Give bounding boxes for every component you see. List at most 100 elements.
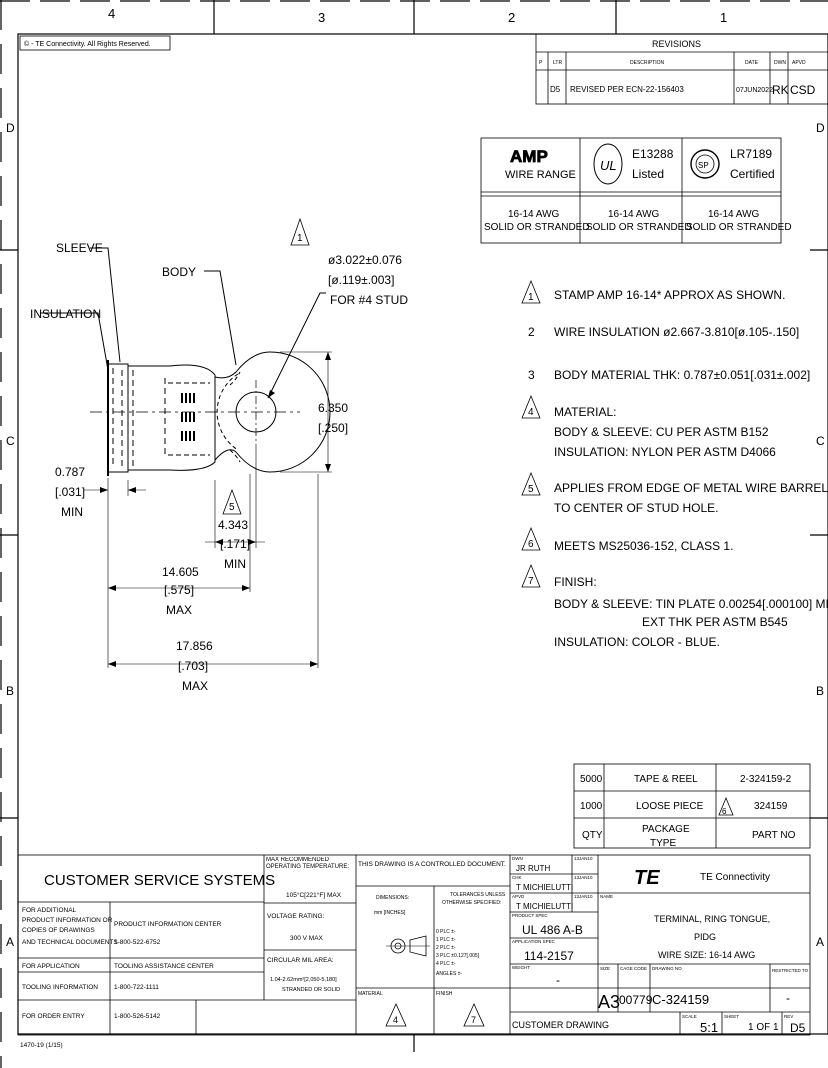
label-body: BODY: [162, 265, 196, 279]
svg-text:4: 4: [528, 407, 534, 418]
pkg-hdr-part: PART NO: [752, 830, 796, 841]
dwg-label: DRAWING NO: [652, 966, 682, 971]
restricted-value: -: [786, 991, 790, 1005]
aspec-label: APPLICATION SPEC: [512, 939, 556, 944]
zone-row-a: A: [6, 935, 14, 949]
zone-row-d-right: D: [816, 121, 825, 135]
material-flag-icon: [385, 1003, 407, 1027]
zone-row-b-right: B: [816, 684, 824, 698]
rev-hdr-date: DATE: [745, 60, 759, 66]
size-label: SIZE: [600, 966, 610, 971]
tol-0plc: 0 PLC ±-: [436, 929, 456, 935]
pkg-qty-2: 1000: [580, 801, 603, 812]
svg-text:5: 5: [528, 484, 534, 495]
cma-label: CIRCULAR MIL AREA:: [267, 957, 334, 964]
contact-1-key-4: AND TECHNICAL DOCUMENTS: [22, 939, 118, 946]
rev-hdr-ltr: LTR: [553, 60, 562, 66]
amp-logo: AMP: [510, 147, 548, 166]
note-1: STAMP AMP 16-14* APPROX AS SHOWN.: [554, 288, 785, 302]
svg-text:7: 7: [528, 576, 534, 587]
zone-row-c-right: C: [816, 434, 825, 448]
svg-text:2: 2: [528, 325, 535, 339]
svg-text:3: 3: [528, 368, 535, 382]
rev-hdr-p: P: [539, 60, 543, 66]
dim-thk-in: [.031]: [55, 485, 85, 499]
zone-col-4: 4: [108, 6, 115, 21]
zone-col-1: 1: [720, 10, 727, 25]
contact-2-key: FOR APPLICATION: [22, 963, 80, 970]
contact-2-val: TOOLING ASSISTANCE CENTER: [114, 963, 214, 970]
contact-4-key: FOR ORDER ENTRY: [22, 1013, 85, 1020]
note-7-line1: FINISH:: [554, 575, 597, 589]
contact-4-val: 1-800-526-5142: [114, 1013, 161, 1020]
note-flag-5-drawing: [222, 488, 242, 515]
contact-3-val: 1-800-722-1111: [114, 984, 159, 991]
ul-number: E13288: [632, 147, 674, 161]
dim-barrel-in: [.171]: [220, 537, 250, 551]
dwn-name: JR RUTH: [516, 864, 550, 873]
range-ul-1: 16-14 AWG: [608, 209, 660, 220]
note-7-line2: BODY & SLEEVE: TIN PLATE 0.00254[.000100…: [554, 597, 828, 611]
zone-row-a-right: A: [816, 935, 824, 949]
amp-wire-range: WIRE RANGE: [505, 169, 576, 181]
tol-angles: ANGLES ±-: [436, 971, 462, 977]
pkg-hdr-qty: QTY: [582, 830, 603, 841]
note-4-line2: BODY & SLEEVE: CU PER ASTM B152: [554, 425, 769, 439]
dim-height-in: [.250]: [318, 421, 348, 435]
dwn-date: 13JAN10: [574, 856, 593, 861]
label-sleeve: SLEEVE: [56, 241, 103, 255]
note-3: BODY MATERIAL THK: 0.787±0.051[.031±.002…: [554, 368, 810, 382]
revisions-table: [535, 33, 828, 105]
range-amp-2: SOLID OR STRANDED: [484, 222, 590, 233]
pspec-label: PRODUCT SPEC: [512, 913, 548, 918]
zone-row-b: B: [6, 684, 14, 698]
note-7-line3: EXT THK PER ASTM B545: [642, 615, 788, 629]
rev-dwn: RK: [772, 83, 789, 97]
csa-logo-text: SP: [698, 161, 709, 170]
dims-unit: mm [INCHES]: [374, 910, 406, 916]
cma-value-1: 1.04-2.62mm²[2,050-5,180]: [270, 977, 337, 983]
note-7-line4: INSULATION: COLOR - BLUE.: [554, 635, 720, 649]
dim-thk-mm: 0.787: [55, 465, 85, 479]
terminal-drawing: [40, 247, 332, 668]
material-label: MATERIAL: [358, 991, 383, 997]
pkg-type-2: LOOSE PIECE: [636, 801, 704, 812]
pkg-flag-6: 6: [722, 807, 727, 816]
maxtemp-label: MAX RECOMMENDED OPERATING TEMPERATURE:: [266, 857, 350, 870]
dim-thk-min: MIN: [61, 505, 83, 519]
tol-1plc: 1 PLC ±-: [436, 937, 456, 943]
rev-apvd: CSD: [790, 83, 816, 97]
form-number: 1470-19 (1/15): [20, 1042, 63, 1049]
name-label: NAME: [600, 894, 613, 899]
svg-text:6: 6: [528, 539, 534, 550]
note-5-line1: APPLIES FROM EDGE OF METAL WIRE BARREL: [554, 481, 828, 495]
range-csa-1: 16-14 AWG: [708, 209, 760, 220]
sheet-label: SHEET: [724, 1014, 739, 1019]
sheet-value: 1 OF 1: [748, 1022, 779, 1033]
dim-barrel-min: MIN: [224, 557, 246, 571]
tol-3plc: 3 PLC ±0.127[.005]: [436, 953, 480, 959]
scale-value: 5:1: [700, 1020, 718, 1035]
contact-1-key-2: PRODUCT INFORMATION OR: [22, 917, 113, 924]
pkg-part-2: 324159: [754, 801, 788, 812]
weight-value: -: [556, 973, 560, 987]
contact-3-key: TOOLING INFORMATION: [22, 984, 98, 991]
contact-1-key-1: FOR ADDITIONAL: [22, 907, 77, 914]
apvd-date: 13JAN10: [574, 894, 593, 899]
css-title: CUSTOMER SERVICE SYSTEMS: [44, 872, 275, 889]
ul-listed: Listed: [632, 167, 664, 181]
te-connectivity: TE Connectivity: [700, 872, 770, 883]
csa-certified: Certified: [730, 167, 775, 181]
stud-size: FOR #4 STUD: [330, 293, 408, 307]
pkg-hdr-type2: TYPE: [650, 838, 676, 849]
pkg-part-1: 2-324159-2: [740, 774, 792, 785]
title-block: [17, 854, 811, 1036]
rev-date: 07JUN2022: [736, 87, 773, 94]
dwn-label: DWN: [512, 856, 523, 861]
note-5-line2: TO CENTER OF STUD HOLE.: [554, 501, 718, 515]
flag-1-label: 1: [297, 233, 303, 244]
contact-1-val-2: 1-800-522-6752: [114, 939, 161, 946]
pkg-qty-1: 5000: [580, 774, 603, 785]
dims-label: DIMENSIONS:: [376, 895, 409, 901]
material-flag-4: 4: [393, 1015, 398, 1025]
